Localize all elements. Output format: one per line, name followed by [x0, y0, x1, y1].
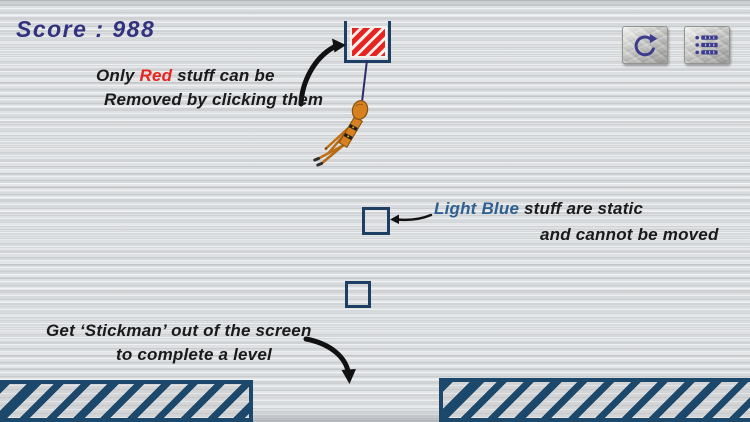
score-label: Score — [16, 16, 88, 42]
note-red-line1: Only Red stuff can be — [96, 66, 275, 86]
menu-list-icon — [695, 35, 718, 55]
arrow-to-static-square — [390, 213, 433, 224]
light-blue-static-square — [362, 207, 390, 235]
ground-platform-left — [0, 380, 253, 422]
note-red-highlight: Red — [139, 66, 173, 85]
note-blue-line2: and cannot be moved — [540, 225, 719, 244]
note-red-suffix: stuff can be — [172, 66, 275, 85]
score-display: Score : 988 — [16, 16, 155, 43]
note-goal-line1: Get ‘Stickman’ out of the screen — [46, 321, 312, 340]
levels-menu-button[interactable] — [684, 26, 730, 64]
light-blue-static-square — [345, 281, 371, 308]
restart-circular-arrow-icon — [634, 33, 658, 57]
note-blue-highlight: Light Blue — [434, 199, 520, 218]
restart-button[interactable] — [622, 26, 668, 64]
rope — [361, 59, 368, 103]
arrow-to-exit-gap — [303, 336, 356, 384]
note-blue-suffix: stuff are static — [519, 199, 644, 218]
note-red-line2: Removed by clicking them — [104, 90, 324, 109]
score-separator: : — [95, 16, 105, 42]
note-red-prefix: Only — [96, 66, 140, 85]
ground-platform-right — [439, 378, 750, 422]
note-goal-line2: to complete a level — [116, 345, 272, 364]
note-blue-line1: Light Blue stuff are static — [434, 199, 643, 219]
score-value: 988 — [112, 16, 156, 42]
red-removable-box[interactable] — [350, 26, 387, 58]
